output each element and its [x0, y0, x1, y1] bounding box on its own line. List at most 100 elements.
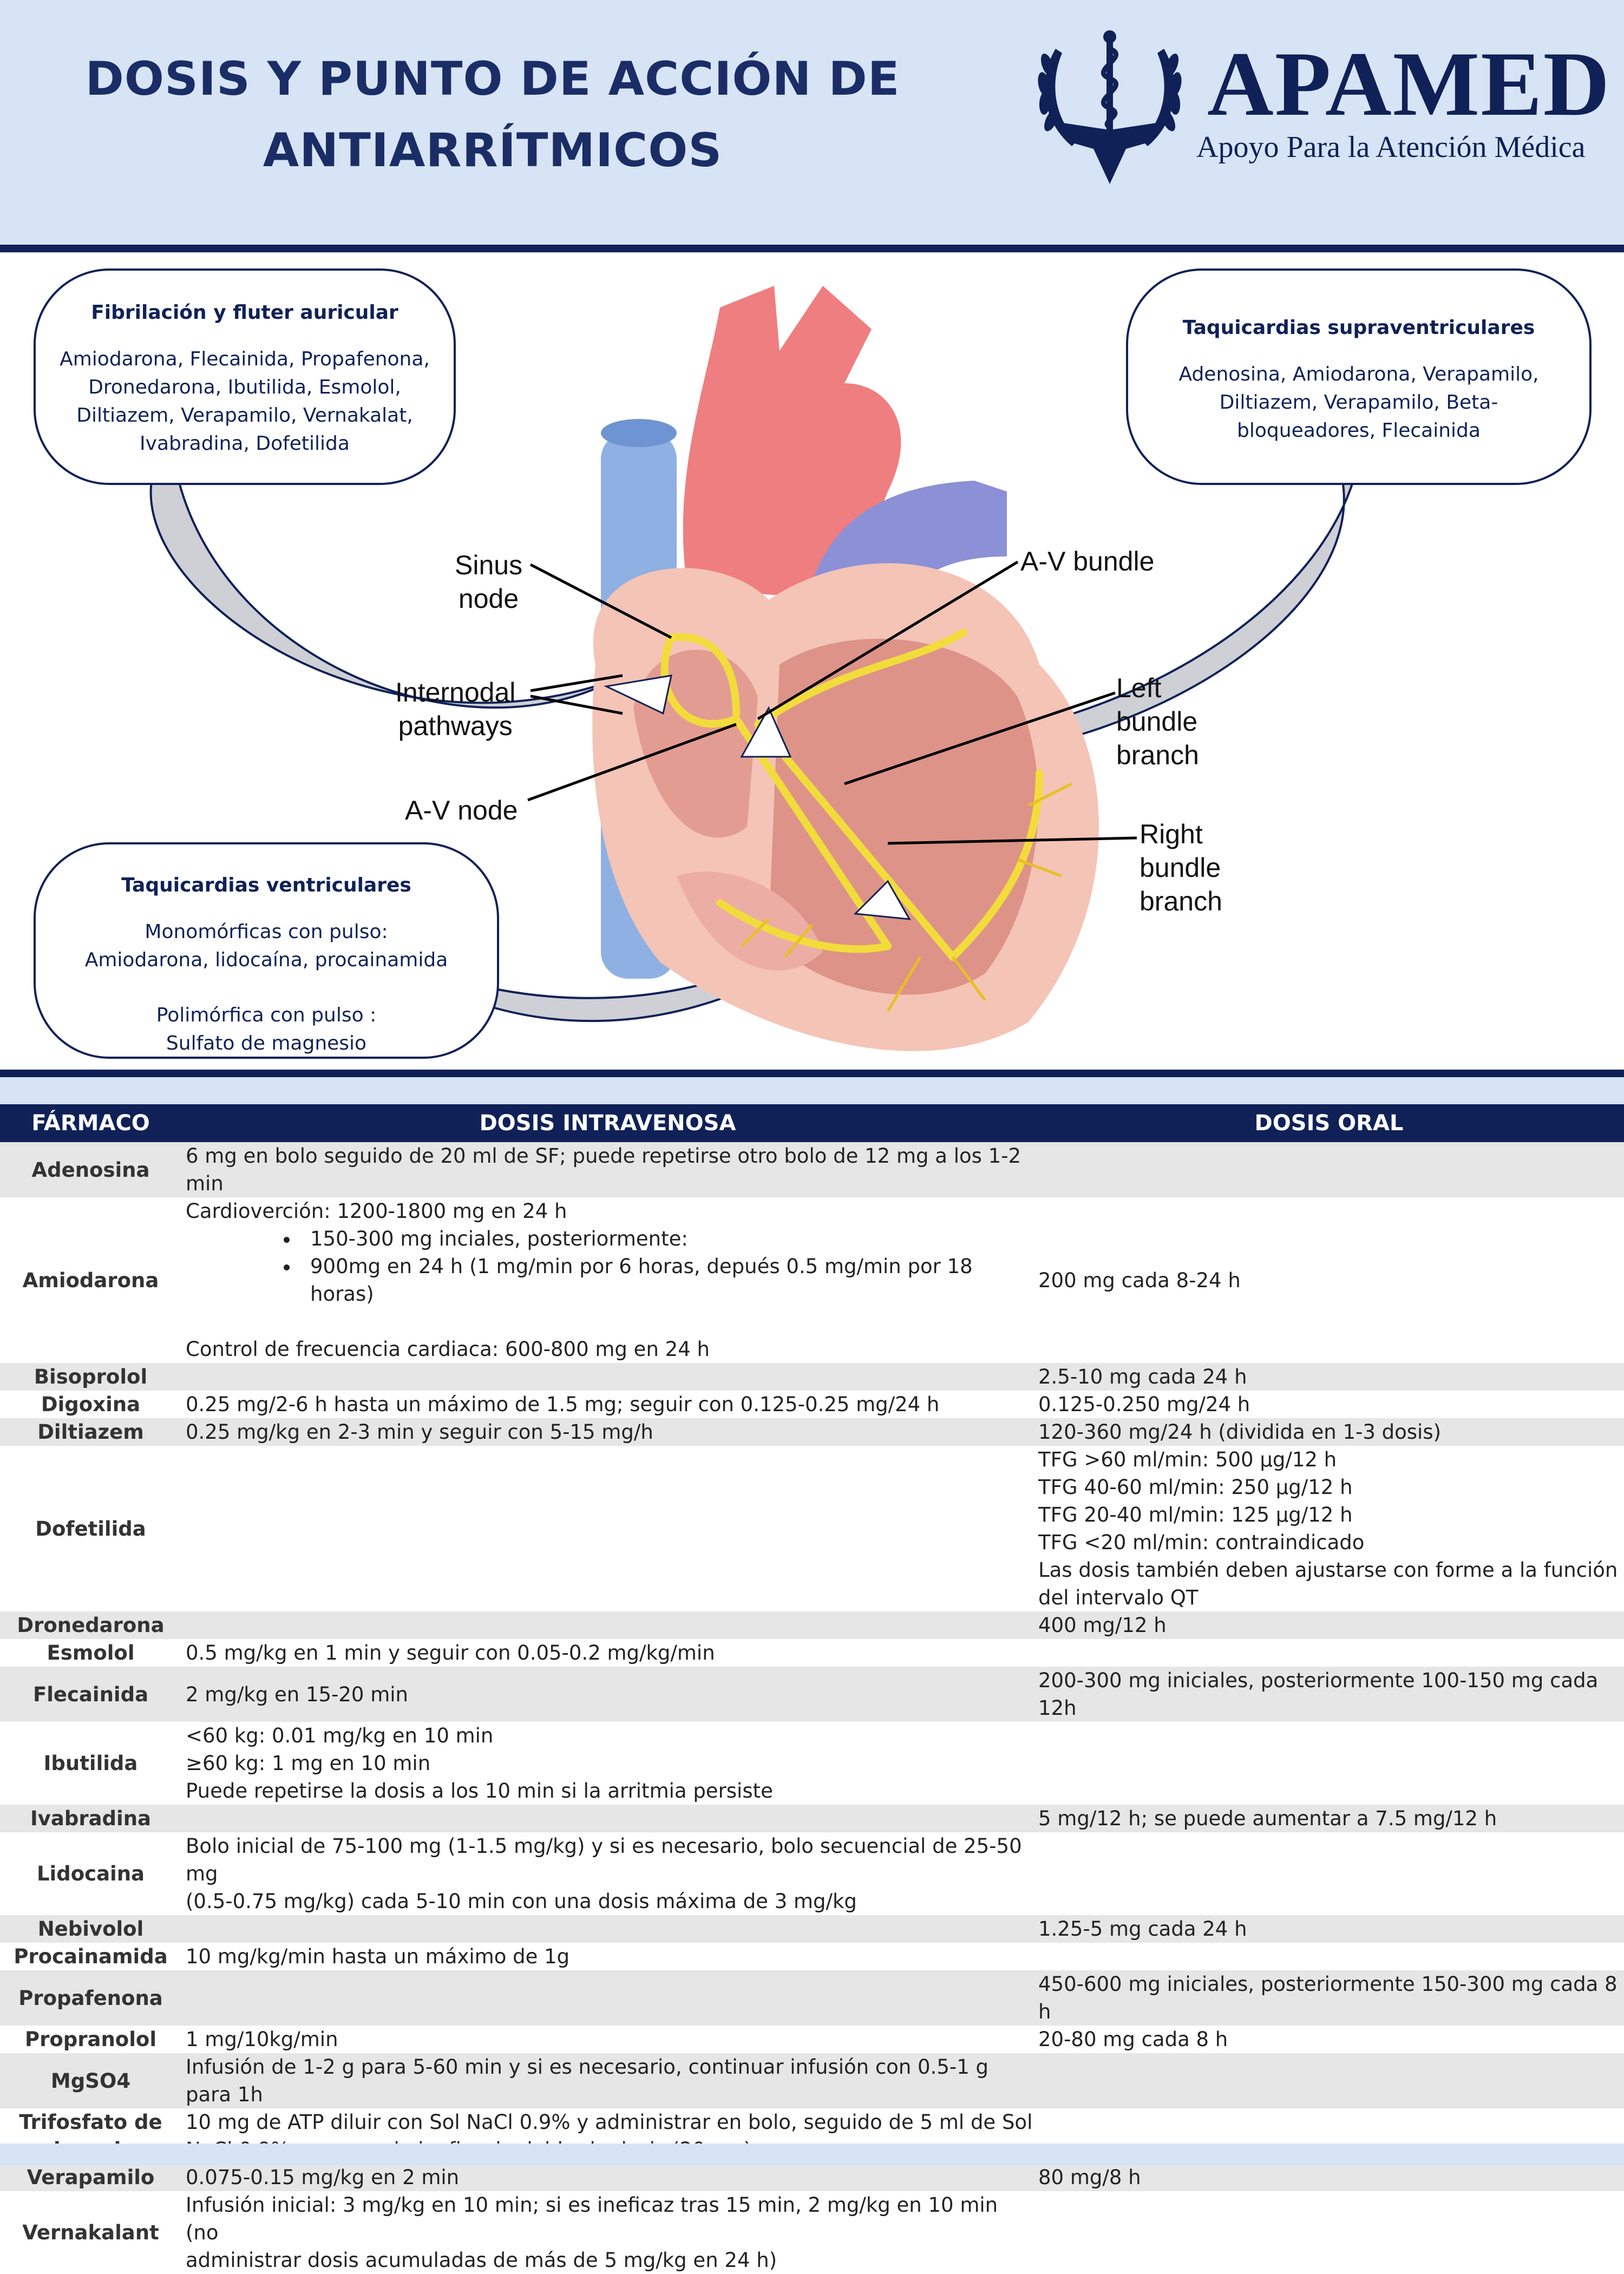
oral-dose	[1034, 2053, 1624, 2108]
table-row: Ibutilida <60 kg: 0.01 mg/kg en 10 min ≥…	[0, 1722, 1624, 1805]
drug-name: Adenosina	[0, 1142, 181, 1197]
oral-dose	[1034, 1943, 1624, 1970]
oral-dose	[1034, 2191, 1624, 2274]
table-row: Dofetilida TFG >60 ml/min: 500 µg/12 h T…	[0, 1446, 1624, 1611]
drug-name: Ivabradina	[0, 1805, 181, 1832]
iv-dose: 0.075-0.15 mg/kg en 2 min	[181, 2164, 1034, 2191]
header-banner: DOSIS Y PUNTO DE ACCIÓN DE ANTIARRÍTMICO…	[0, 0, 1624, 245]
iv-dose: 6 mg en bolo seguido de 20 ml de SF; pue…	[181, 1142, 1034, 1197]
drug-name: Propranolol	[0, 2026, 181, 2053]
label-av-node: A-V node	[405, 795, 518, 825]
iv-dose: 1 mg/10kg/min	[181, 2026, 1034, 2053]
iv-dose: Infusión de 1-2 g para 5-60 min y si es …	[181, 2053, 1034, 2108]
bubble-af-line: Amiodarona, Flecainida, Propafenona,	[60, 348, 430, 370]
table-row: Diltiazem 0.25 mg/kg en 2-3 min y seguir…	[0, 1418, 1624, 1446]
table-row: Propafenona 450-600 mg iniciales, poster…	[0, 1970, 1624, 2026]
iv-dose	[181, 1805, 1034, 1832]
drug-name: Flecainida	[0, 1667, 181, 1722]
table-header-row: FÁRMACO DOSIS INTRAVENOSA DOSIS ORAL	[0, 1104, 1624, 1142]
table-row: Verapamilo 0.075-0.15 mg/kg en 2 min 80 …	[0, 2164, 1624, 2191]
heart-diagram-section: Fibrilación y fluter auricular Amiodaron…	[0, 253, 1624, 1070]
table-row: Propranolol 1 mg/10kg/min 20-80 mg cada …	[0, 2026, 1624, 2053]
heart-illustration	[149, 286, 1355, 1051]
drug-name: Dronedarona	[0, 1611, 181, 1639]
title-line-1: DOSIS Y PUNTO DE ACCIÓN DE	[85, 52, 900, 106]
table-row: Vernakalant Infusión inicial: 3 mg/kg en…	[0, 2191, 1624, 2274]
oral-dose	[1034, 1639, 1624, 1667]
drug-name: Nebivolol	[0, 1915, 181, 1943]
iv-dose: 0.25 mg/2-6 h hasta un máximo de 1.5 mg;…	[181, 1391, 1034, 1418]
bubble-supraventricular: Taquicardias supraventriculares Adenosin…	[1126, 268, 1592, 485]
divider-top	[0, 245, 1624, 252]
table-row: Digoxina 0.25 mg/2-6 h hasta un máximo d…	[0, 1391, 1624, 1418]
drug-name: Lidocaina	[0, 1832, 181, 1915]
table-row: Esmolol 0.5 mg/kg en 1 min y seguir con …	[0, 1639, 1624, 1667]
oral-dose	[1034, 1722, 1624, 1805]
bubble-atrial-fibrillation: Fibrilación y fluter auricular Amiodaron…	[34, 268, 456, 485]
logo-tagline: Apoyo Para la Atención Médica	[1196, 130, 1586, 164]
drug-name: Verapamilo	[0, 2164, 181, 2191]
drug-name: MgSO4	[0, 2053, 181, 2108]
title-line-2: ANTIARRÍTMICOS	[263, 123, 723, 178]
logo-name: APAMED	[1207, 33, 1611, 135]
iv-dose: 10 mg/kg/min hasta un máximo de 1g	[181, 1943, 1034, 1970]
drug-name: Ibutilida	[0, 1722, 181, 1805]
bubble-af-line: Ivabradina, Dofetilida	[140, 432, 350, 455]
bubble-vt-line: Amiodarona, lidocaína, procainamida	[84, 949, 448, 971]
oral-dose: 80 mg/8 h	[1034, 2164, 1624, 2191]
iv-dose	[181, 1970, 1034, 2026]
drug-name: Amiodarona	[0, 1197, 181, 1363]
iv-dose: 2 mg/kg en 15-20 min	[181, 1667, 1034, 1722]
iv-dose: 0.25 mg/kg en 2-3 min y seguir con 5-15 …	[181, 1418, 1034, 1446]
bubble-vt-line: Monomórficas con pulso:	[145, 921, 388, 943]
table-row: Amiodarona Cardioverción: 1200-1800 mg e…	[0, 1197, 1624, 1363]
table-row: MgSO4 Infusión de 1-2 g para 5-60 min y …	[0, 2053, 1624, 2108]
iv-dose: Bolo inicial de 75-100 mg (1-1.5 mg/kg) …	[181, 1832, 1034, 1915]
header-drug: FÁRMACO	[0, 1104, 181, 1142]
drug-name: Vernakalant	[0, 2191, 181, 2274]
table-row: Flecainida 2 mg/kg en 15-20 min 200-300 …	[0, 1667, 1624, 1722]
drug-name: Digoxina	[0, 1391, 181, 1418]
apamed-logo: APAMED Apoyo Para la Atención Médica	[1023, 22, 1609, 195]
bubble-af-line: Dronedarona, Ibutilida, Esmolol,	[88, 376, 401, 398]
iv-dose	[181, 1363, 1034, 1391]
oral-dose	[1034, 1832, 1624, 1915]
bubble-svt-line: Diltiazem, Verapamilo, Beta-	[1219, 391, 1498, 414]
oral-dose: 2.5-10 mg cada 24 h	[1034, 1363, 1624, 1391]
oral-dose: 200-300 mg iniciales, posteriormente 100…	[1034, 1667, 1624, 1722]
iv-dose	[181, 1915, 1034, 1943]
bubble-svt-line: Adenosina, Amiodarona, Verapamilo,	[1178, 363, 1539, 385]
iv-dose: <60 kg: 0.01 mg/kg en 10 min ≥60 kg: 1 m…	[181, 1722, 1034, 1805]
drug-name: Dofetilida	[0, 1446, 181, 1611]
iv-dose	[181, 1446, 1034, 1611]
drug-name: Esmolol	[0, 1639, 181, 1667]
table-row: Dronedarona 400 mg/12 h	[0, 1611, 1624, 1639]
header-oral: DOSIS ORAL	[1034, 1104, 1624, 1142]
oral-dose: 0.125-0.250 mg/24 h	[1034, 1391, 1624, 1418]
table-row: Bisoprolol 2.5-10 mg cada 24 h	[0, 1363, 1624, 1391]
oral-dose: 5 mg/12 h; se puede aumentar a 7.5 mg/12…	[1034, 1805, 1624, 1832]
oral-dose: 20-80 mg cada 8 h	[1034, 2026, 1624, 2053]
divider-middle	[0, 1070, 1624, 1077]
header-iv: DOSIS INTRAVENOSA	[181, 1104, 1034, 1142]
oral-dose: 450-600 mg iniciales, posteriormente 150…	[1034, 1970, 1624, 2026]
bubble-svt-title: Taquicardias supraventriculares	[1182, 317, 1535, 339]
oral-dose: 200 mg cada 8-24 h	[1034, 1197, 1624, 1363]
bubble-ventricular: Taquicardias ventriculares Monomórficas …	[34, 842, 499, 1059]
drug-name: Procainamida	[0, 1943, 181, 1970]
page-title: DOSIS Y PUNTO DE ACCIÓN DE ANTIARRÍTMICO…	[76, 43, 909, 186]
table-row: Procainamida 10 mg/kg/min hasta un máxim…	[0, 1943, 1624, 1970]
oral-dose: 400 mg/12 h	[1034, 1611, 1624, 1639]
drug-name: Diltiazem	[0, 1418, 181, 1446]
bubble-vt-line: Sulfato de magnesio	[166, 1032, 367, 1054]
table-row: Lidocaina Bolo inicial de 75-100 mg (1-1…	[0, 1832, 1624, 1915]
bubble-af-line: Diltiazem, Verapamilo, Vernakalat,	[76, 404, 413, 427]
oral-dose	[1034, 1142, 1624, 1197]
table-row: Adenosina 6 mg en bolo seguido de 20 ml …	[0, 1142, 1624, 1197]
oral-dose: TFG >60 ml/min: 500 µg/12 h TFG 40-60 ml…	[1034, 1446, 1624, 1611]
bubble-vt-line: Polimórfica con pulso :	[156, 1004, 377, 1026]
